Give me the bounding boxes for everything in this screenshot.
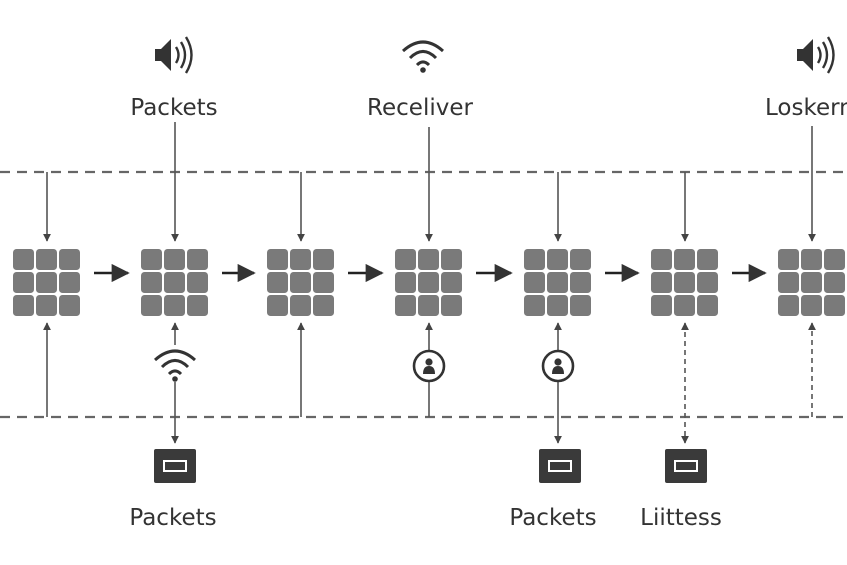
node-cell <box>524 249 545 270</box>
node-cell <box>267 272 288 293</box>
node-cell <box>418 249 439 270</box>
node-grid <box>13 249 80 316</box>
node-cell <box>524 272 545 293</box>
node-cell <box>395 272 416 293</box>
node-grid <box>778 249 845 316</box>
node-cell <box>441 295 462 316</box>
node-cell <box>13 272 34 293</box>
bottom-label-packets-2: Packets <box>509 505 596 531</box>
node-cell <box>570 249 591 270</box>
node-cell <box>36 249 57 270</box>
monitor-icon <box>538 448 582 484</box>
node-cell <box>674 295 695 316</box>
node-cell <box>267 249 288 270</box>
node-cell <box>313 249 334 270</box>
monitor-icon <box>664 448 708 484</box>
wifi-icon <box>401 40 445 75</box>
node-cell <box>290 272 311 293</box>
node-cell <box>267 295 288 316</box>
node-cell <box>824 249 845 270</box>
node-cell <box>59 272 80 293</box>
node-cell <box>59 295 80 316</box>
node-cell <box>395 249 416 270</box>
node-cell <box>395 295 416 316</box>
node-cell <box>13 295 34 316</box>
node-cell <box>290 249 311 270</box>
node-cell <box>547 272 568 293</box>
node-cell <box>674 272 695 293</box>
top-label-receiver: Receliver <box>367 95 473 121</box>
node-cell <box>141 272 162 293</box>
node-cell <box>651 295 672 316</box>
node-cell <box>801 295 822 316</box>
node-cell <box>187 295 208 316</box>
node-cell <box>547 249 568 270</box>
node-cell <box>674 249 695 270</box>
node-cell <box>697 249 718 270</box>
node-cell <box>164 272 185 293</box>
node-cell <box>418 272 439 293</box>
node-grid <box>651 249 718 316</box>
node-cell <box>651 249 672 270</box>
node-row <box>13 249 845 316</box>
bottom-label-packets-1: Packets <box>129 505 216 531</box>
node-grid <box>267 249 334 316</box>
node-cell <box>141 295 162 316</box>
bottom-label-liittess: Liittess <box>640 505 722 531</box>
wifi-icon <box>153 349 197 384</box>
node-cell <box>778 295 799 316</box>
node-cell <box>313 295 334 316</box>
node-cell <box>418 295 439 316</box>
node-cell <box>164 249 185 270</box>
node-cell <box>697 295 718 316</box>
node-grid <box>395 249 462 316</box>
top-label-loskern: Loskern <box>765 95 847 121</box>
node-cell <box>524 295 545 316</box>
node-cell <box>59 249 80 270</box>
monitor-icon <box>153 448 197 484</box>
node-grid <box>524 249 591 316</box>
node-cell <box>778 249 799 270</box>
node-grid <box>141 249 208 316</box>
node-cell <box>547 295 568 316</box>
node-cell <box>36 295 57 316</box>
node-cell <box>290 295 311 316</box>
node-cell <box>187 272 208 293</box>
node-cell <box>441 272 462 293</box>
speaker-icon <box>153 35 193 75</box>
node-cell <box>13 249 34 270</box>
node-cell <box>824 295 845 316</box>
node-cell <box>164 295 185 316</box>
top-label-packets: Packets <box>130 95 217 121</box>
node-cell <box>570 295 591 316</box>
node-cell <box>141 249 162 270</box>
node-cell <box>801 272 822 293</box>
connectors <box>43 122 816 444</box>
node-cell <box>824 272 845 293</box>
node-cell <box>313 272 334 293</box>
node-cell <box>570 272 591 293</box>
node-cell <box>36 272 57 293</box>
user-icon <box>412 349 446 383</box>
node-cell <box>801 249 822 270</box>
node-cell <box>187 249 208 270</box>
node-cell <box>697 272 718 293</box>
user-icon <box>541 349 575 383</box>
node-cell <box>651 272 672 293</box>
node-cell <box>778 272 799 293</box>
node-cell <box>441 249 462 270</box>
speaker-icon <box>795 35 835 75</box>
